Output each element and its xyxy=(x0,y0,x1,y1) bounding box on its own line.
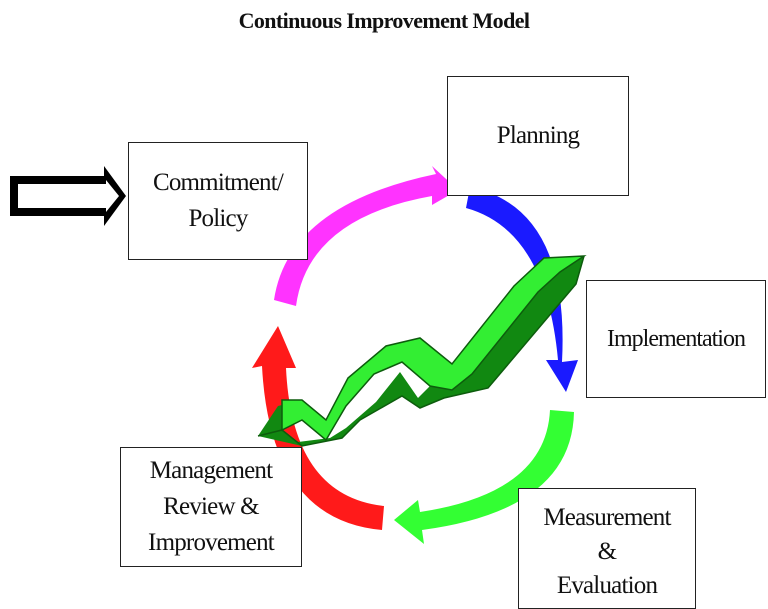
entry-arrow-icon xyxy=(10,166,126,226)
commitment-line-1: Commitment/ xyxy=(152,169,284,196)
rising-zigzag-arrow-icon xyxy=(257,255,587,447)
implementation-box: Implementation xyxy=(586,280,766,398)
commitment-policy-box: Commitment/ Policy xyxy=(128,142,308,260)
commitment-to-planning-arrow xyxy=(274,166,458,306)
management-line-1: Management xyxy=(149,457,273,484)
management-line-2: Review & xyxy=(163,493,259,520)
implementation-label: Implementation xyxy=(607,326,746,352)
management-to-commitment-arrow xyxy=(252,326,384,530)
measurement-evaluation-box: Measurement & Evaluation xyxy=(518,488,696,609)
measurement-line-2: & xyxy=(597,538,617,565)
management-review-box: Management Review & Improvement xyxy=(120,447,302,567)
planning-label: Planning xyxy=(496,122,580,149)
management-line-3: Improvement xyxy=(148,529,275,556)
measurement-line-3: Evaluation xyxy=(556,572,658,599)
commitment-line-2: Policy xyxy=(188,205,248,232)
diagram-title: Continuous Improvement Model xyxy=(238,8,530,33)
measurement-to-management-arrow xyxy=(394,410,574,544)
measurement-line-1: Measurement xyxy=(543,504,671,531)
planning-box: Planning xyxy=(447,76,629,196)
